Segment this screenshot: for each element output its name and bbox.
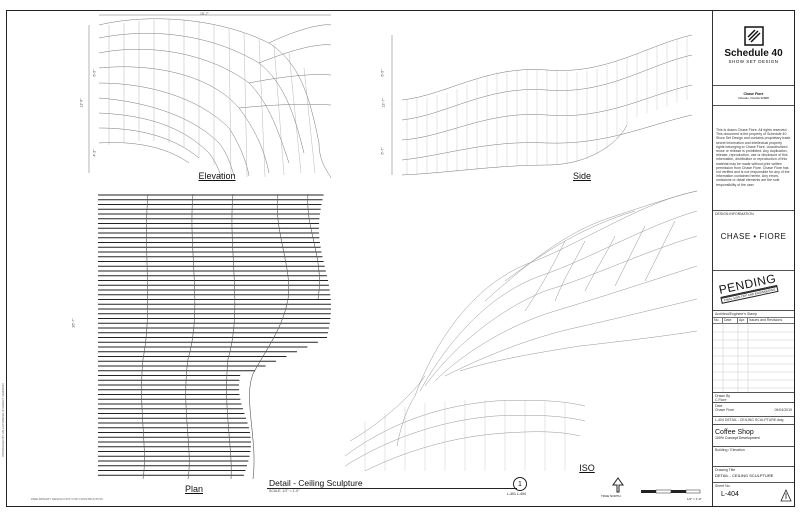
checked-row: Chase Fiore 09/04/2019 (715, 408, 792, 412)
north-arrow-icon (612, 477, 624, 493)
detail-scale: SCALE: 1/2" = 1'-0" (269, 489, 300, 493)
client-name: Chase Fiore (743, 92, 764, 96)
north-label: TRUE NORTH (601, 494, 621, 498)
copyright-notice: This is drawn Chase Fiore. All rights re… (716, 128, 791, 187)
detail-rule (267, 488, 517, 489)
detail-bubble: 1 (513, 477, 527, 491)
sheet-no-value: L-404 (721, 491, 739, 498)
left-strip-text: PRODUCED BY AN AUTODESK STUDENT VERSION (1, 383, 5, 457)
date-value: 09/04/2019 (774, 408, 792, 412)
project-cell: Coffee Shop 100% Concept Development (713, 425, 794, 447)
elev-width-dim: 15'-7" (200, 12, 209, 16)
scale-bar-label: 1/2" = 1'-0" (687, 497, 702, 501)
sheet-no-cell: Sheet No. L-404 (713, 483, 794, 506)
elevation-drawing (88, 14, 332, 179)
elev-height-dim: 12'-9" (79, 98, 84, 108)
elev-lower-dim: 4'-3" (92, 149, 97, 157)
rev-col-issues: Issues and Revisions (749, 318, 783, 322)
side-lower-dim: 6'-7" (380, 147, 385, 155)
side-drawing (391, 34, 693, 176)
schedule40-logo-icon (743, 26, 764, 46)
footer-note: PRELIMINARY DESIGN NOT FOR CONSTRUCTION (31, 497, 103, 501)
client-location: Orlando, Florida 32808 (738, 96, 769, 100)
drawn-by-value: C.Fiore (715, 398, 727, 402)
drawn-by-label: Drawn By (715, 394, 731, 398)
file-name: L-404 DETAIL - CEILING SCULPTURE.dwg (715, 418, 784, 422)
revision-cell: Architect/Engineer's Stamp No. Date Apr.… (713, 311, 794, 393)
side-upper-dim: 6'-9" (380, 69, 385, 77)
side-label: Side (572, 171, 591, 181)
iso-drawing (344, 190, 698, 471)
bldg-label: Building / Elevation (715, 448, 745, 452)
notice-cell: This is drawn Chase Fiore. All rights re… (713, 106, 794, 211)
logo-cell: Schedule 40 SHOW SET DESIGN (713, 11, 794, 86)
rev-col-date: Date (723, 318, 738, 323)
scale-bar (641, 489, 701, 494)
project-sub: 100% Concept Development (715, 436, 760, 440)
detail-number: 1 (518, 481, 522, 488)
drawing-area: 15'-7" 12'-9" 6'-9" 4'-3" Elevation (7, 11, 713, 506)
rev-col-no: No. (713, 318, 723, 323)
drawing-title-cell: Drawing Title DETAIL - CEILING SCULPTURE (713, 467, 794, 483)
title-block: Schedule 40 SHOW SET DESIGN Chase Fiore … (713, 11, 794, 506)
brand-name: CHASE • FIORE (720, 232, 787, 241)
bldg-cell: Building / Elevation (713, 447, 794, 467)
drawing-title-value: DETAIL - CEILING SCULPTURE (715, 473, 774, 478)
checked-by: Chase Fiore (715, 408, 735, 412)
drawing-sheet: 15'-7" 12'-9" 6'-9" 4'-3" Elevation (6, 10, 795, 507)
elev-upper-dim: 6'-9" (92, 69, 97, 77)
logo-sub: SHOW SET DESIGN (728, 59, 779, 64)
file-cell: L-404 DETAIL - CEILING SCULPTURE.dwg (713, 417, 794, 425)
plan-drawing (98, 193, 331, 480)
drawn-by-cell: Drawn By C.Fiore (713, 393, 794, 403)
date-label: Date (715, 404, 723, 408)
design-info-cell: DESIGN INFORMATION CHASE • FIORE (713, 211, 794, 271)
sheet-no-label: Sheet No. (715, 484, 731, 488)
drawing-title-label: Drawing Title (715, 468, 736, 472)
revision-grid (713, 324, 794, 392)
revision-header-row: No. Date Apr. Issues and Revisions (713, 318, 794, 324)
date-cell: Date Chase Fiore 09/04/2019 (713, 403, 794, 417)
pending-stamp: PENDING FINAL SIGN-OFF AND ENGINEERING (717, 271, 779, 304)
detail-sheet-ref: L-401 L-404 (507, 492, 526, 496)
iso-label: ISO (579, 463, 595, 473)
stamp-cell: PENDING FINAL SIGN-OFF AND ENGINEERING (713, 271, 794, 311)
client-cell: Chase Fiore Orlando, Florida 32808 (713, 86, 794, 106)
elevation-label: Elevation (198, 171, 236, 181)
detail-title: Detail - Ceiling Sculpture (269, 478, 363, 488)
stamp-triangle-icon (780, 489, 792, 502)
plan-label: Plan (184, 484, 203, 494)
logo-name: Schedule 40 (724, 48, 783, 59)
rev-col-apr: Apr. (738, 318, 748, 323)
revision-label: Architect/Engineer's Stamp (713, 311, 794, 318)
project-title: Coffee Shop (715, 429, 754, 436)
plan-height-dim: 26'-7" (71, 318, 76, 328)
left-strip: PRODUCED BY AN AUTODESK STUDENT VERSION (0, 340, 7, 500)
design-info-label: DESIGN INFORMATION (715, 212, 754, 216)
side-height-dim: 12'-7" (381, 98, 386, 108)
